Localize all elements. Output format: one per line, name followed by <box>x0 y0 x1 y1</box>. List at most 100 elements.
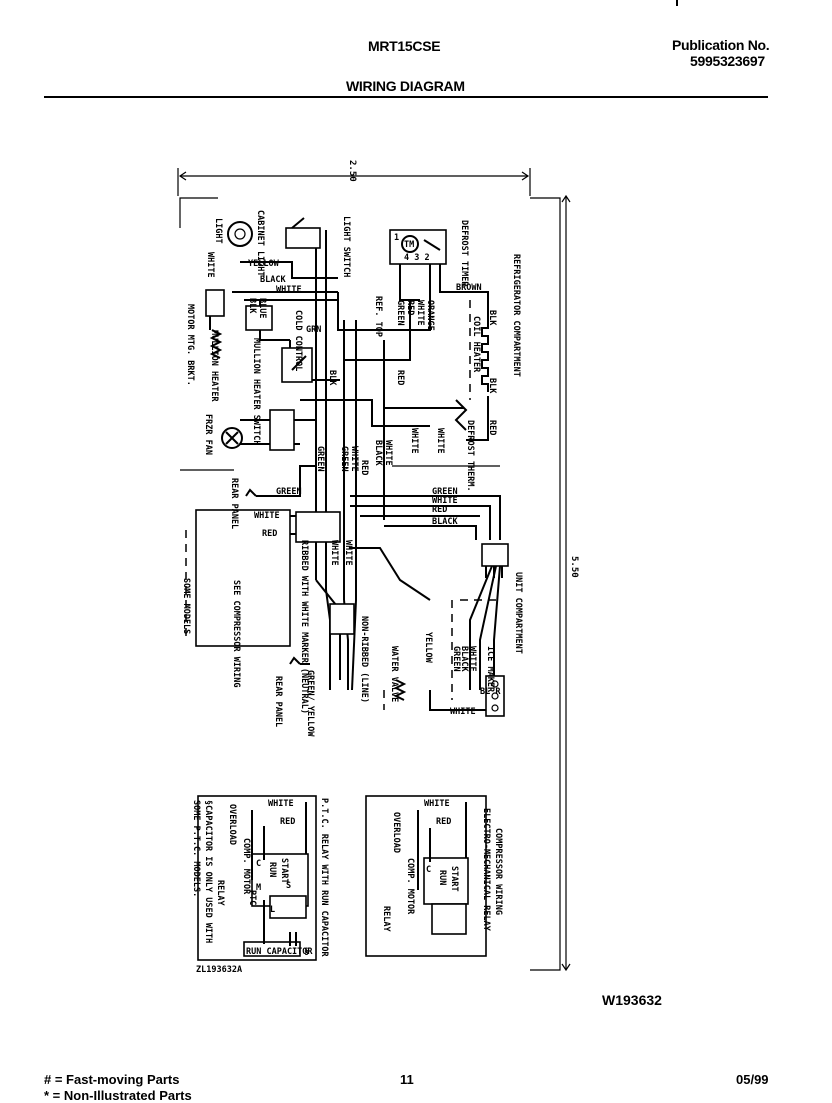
defrost-thermostat <box>454 399 468 431</box>
wire-white-light: WHITE <box>205 252 215 278</box>
wire-green-unit: GREEN <box>432 487 458 497</box>
wire-green-harness-2: GREEN <box>339 446 349 472</box>
ptc-m: M <box>256 883 261 893</box>
wire-red-ref: RED <box>405 300 415 315</box>
label-green-yellow: GREEN/ YELLOW <box>305 670 315 737</box>
wire-white-harness-2: WHITE <box>383 440 393 466</box>
dimension-top-label: 2.50 <box>347 160 357 182</box>
label-motor-mtg-brkt: MOTOR MTG. BRKT. <box>185 304 195 386</box>
wire-white: WHITE <box>276 285 302 295</box>
wire-blk-coil-2: BLK <box>487 378 497 394</box>
ice-maker <box>485 675 505 717</box>
label-light-switch: LIGHT SWITCH <box>341 216 351 277</box>
publication-label: Publication No. <box>672 37 770 53</box>
comp-white: WHITE <box>424 799 450 809</box>
publication-number: 5995323697 <box>690 53 765 69</box>
mullion-heater <box>205 289 225 359</box>
defrost-timer: TM <box>389 229 447 265</box>
drawing-id: W193632 <box>602 992 662 1008</box>
dimension-right-label: 5.50 <box>569 556 579 578</box>
label-rear-panel: REAR PANEL <box>229 478 239 529</box>
wire-green-harness: GREEN <box>315 446 325 472</box>
page-corner-mark <box>676 0 678 6</box>
legend-non-illustrated: * = Non-Illustrated Parts <box>44 1088 192 1103</box>
comp-run: RUN <box>437 870 447 885</box>
ptc-run: RUN <box>267 862 277 877</box>
wire-blk-mullion: BLK <box>247 298 257 314</box>
wire-brown: BROWN <box>456 283 482 293</box>
wire-white-lower-2: WHITE <box>343 540 353 566</box>
ptc-red: RED <box>280 817 295 827</box>
cold-control <box>281 347 313 383</box>
comp-overload: OVERLOAD <box>391 812 401 853</box>
mullion-heater-switch <box>245 305 273 331</box>
wire-blue: BLUE <box>257 298 267 318</box>
ptc-l: L <box>270 905 275 915</box>
ptc-relay-inset: WHITE RED P.T.C. RELAY WITH RUN CAPACITO… <box>191 795 329 975</box>
light-switch <box>285 217 321 249</box>
wire-blk-coil: BLK <box>487 310 497 326</box>
svg-text:TM: TM <box>404 240 414 250</box>
label-cabinet-light: CABINET LIGHT <box>255 210 265 277</box>
timer-terminal-1: 1 <box>394 233 399 243</box>
unit-connector <box>481 543 509 578</box>
wire-black-harness: BLACK <box>373 440 383 466</box>
header-rule <box>44 96 768 98</box>
label-defrost-timer: DEFROST TIMER <box>459 220 469 287</box>
label-ice-maker: ICE MAKER <box>485 646 495 693</box>
ptc-white: WHITE <box>268 799 294 809</box>
wire-black-ice: BLACK <box>459 646 469 672</box>
ptc-code: ZL193632A <box>196 965 242 975</box>
ptc-title: P.T.C. RELAY WITH RUN CAPACITOR <box>319 798 329 958</box>
labels: LIGHT CABINET LIGHT LIGHT SWITCH DEFROST… <box>181 210 523 737</box>
wire-white-harness: WHITE <box>349 446 359 472</box>
legend-fast-moving: # = Fast-moving Parts <box>44 1072 180 1087</box>
label-mullion-heater: MULLION HEATER <box>209 330 219 403</box>
wire-white-lower: WHITE <box>329 540 339 566</box>
wire-red-unit: RED <box>432 505 447 515</box>
label-cold-control: COLD CONTROL <box>293 310 303 371</box>
label-coil-heater: COIL HEATER <box>471 316 481 373</box>
comp-title: COMPRESSOR WIRING <box>493 828 503 915</box>
wire-red-therm: RED <box>487 420 497 435</box>
wire-green-ref: GREEN <box>395 300 405 326</box>
wire-red-comp: RED <box>262 529 277 539</box>
label-defrost-therm: DEFROST THERM. <box>465 420 475 492</box>
light-bulb <box>227 221 253 247</box>
dimension-right: 5.50 <box>561 194 579 972</box>
label-ribbed-white-marker: RIBBED WITH WHITE MARKER (NEUTRAL) <box>299 540 309 714</box>
compressor-wiring-box <box>195 509 291 647</box>
wire-blk-cold: BLK <box>327 370 337 386</box>
label-water-valve: WATER VALVE <box>389 646 399 702</box>
wire-white-therm: WHITE <box>435 428 445 454</box>
label-unit-compartment: UNIT COMPARTMENT <box>513 572 523 654</box>
wire-black: BLACK <box>260 275 286 285</box>
compartment-outline <box>179 197 561 971</box>
comp-subtitle: ELECTRO-MECHANICAL RELAY <box>481 808 491 932</box>
ptc-overload: OVERLOAD <box>227 804 237 845</box>
timer-terminals: 4 3 2 <box>404 253 430 263</box>
model-number: MRT15CSE <box>368 38 441 54</box>
label-mullion-heater-switch: MULLION HEATER SWITCH <box>251 338 261 445</box>
wire-white-icemaker: WHITE <box>450 707 476 717</box>
ptc-start: START <box>279 858 289 884</box>
label-ref-top: REF. TOP <box>373 296 383 337</box>
ptc-relay-label: RELAY <box>215 880 225 906</box>
ptc-run-capacitor: RUN CAPACITOR <box>246 947 313 957</box>
comp-relay-label: RELAY <box>381 906 391 932</box>
label-light: LIGHT <box>213 218 223 244</box>
dashed-connectors <box>185 300 500 710</box>
ptc-c: C <box>256 859 261 869</box>
wire-white-mid: WHITE <box>409 428 419 454</box>
wire-white-ref: WHITE <box>415 300 425 326</box>
wire-black-unit: BLACK <box>432 517 458 527</box>
wire-red-mid: RED <box>395 370 405 385</box>
label-refrigerator-compartment: REFRIGERATOR COMPARTMENT <box>511 254 521 377</box>
ptc-ptc: PTC <box>247 890 257 905</box>
comp-c: C <box>426 865 431 875</box>
harness-plug-upper <box>269 409 295 451</box>
ptc-comp-motor: COMP. MOTOR <box>241 838 251 895</box>
wire-white-comp: WHITE <box>254 511 280 521</box>
wire-orange: ORANGE <box>425 300 435 331</box>
